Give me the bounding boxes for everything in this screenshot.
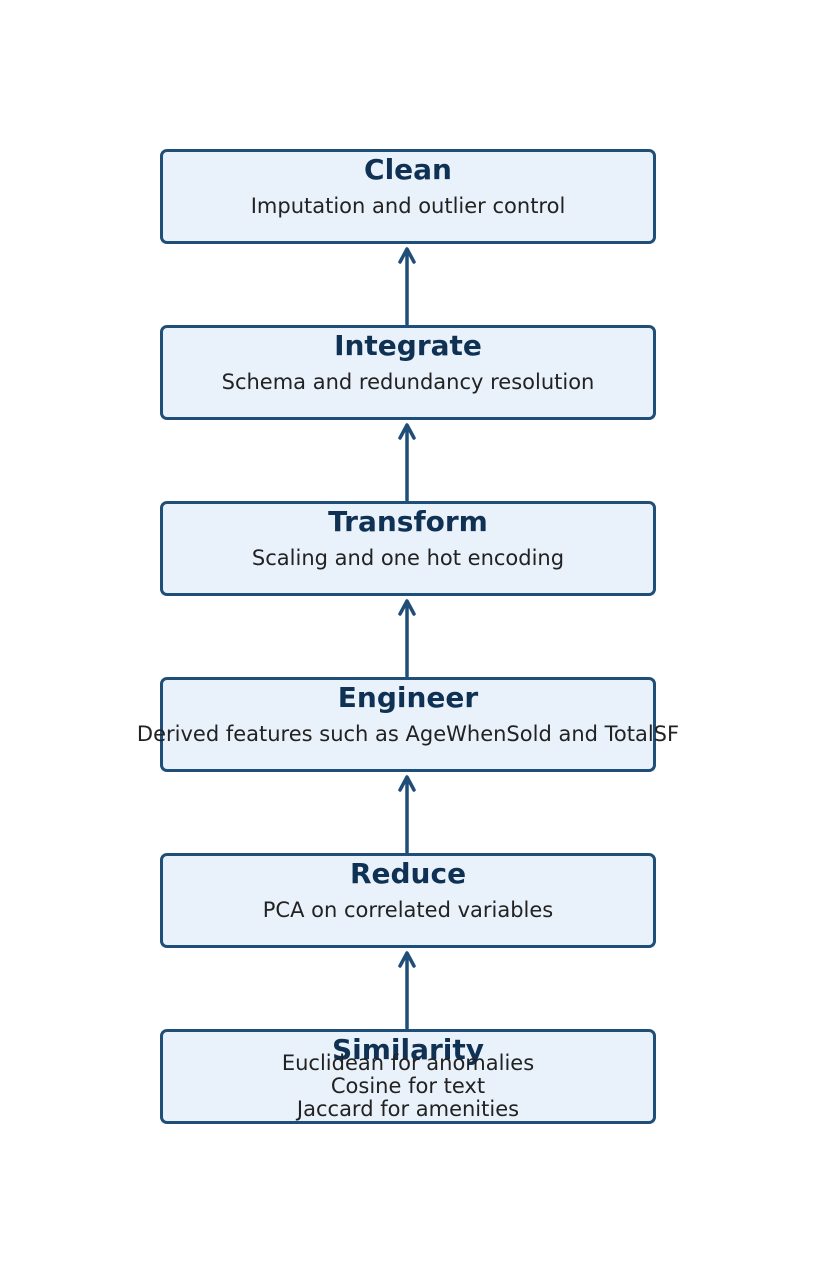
- step-description: Schema and redundancy resolution: [221, 370, 595, 394]
- step-description-line: Cosine for text: [330, 1074, 486, 1098]
- arrow-integrate-to-clean: [398, 247, 416, 326]
- step-box-reduce: Reduce PCA on correlated variables: [160, 853, 656, 948]
- step-description: Derived features such as AgeWhenSold and…: [136, 722, 680, 746]
- step-title: Similarity: [331, 1033, 485, 1066]
- step-box-similarity: Similarity Euclidean for anomalies Cosin…: [160, 1029, 656, 1124]
- arrow-reduce-to-engineer: [398, 775, 416, 854]
- step-title: Reduce: [349, 857, 467, 890]
- step-title: Clean: [364, 153, 452, 186]
- step-description-line: Euclidean for anomalies: [281, 1051, 535, 1075]
- arrow-engineer-to-transform: [398, 599, 416, 678]
- step-description: Scaling and one hot encoding: [251, 546, 565, 570]
- step-box-integrate: Integrate Schema and redundancy resoluti…: [160, 325, 656, 420]
- step-box-transform: Transform Scaling and one hot encoding: [160, 501, 656, 596]
- step-title: Engineer: [337, 681, 479, 714]
- step-box-clean: Clean Imputation and outlier control: [160, 149, 656, 244]
- step-box-engineer: Engineer Derived features such as AgeWhe…: [137, 677, 679, 772]
- step-description: Imputation and outlier control: [250, 194, 566, 218]
- arrow-similarity-to-reduce: [398, 951, 416, 1030]
- step-description: Euclidean for anomalies Cosine for text …: [282, 1052, 534, 1121]
- step-description: PCA on correlated variables: [262, 898, 554, 922]
- step-title: Integrate: [334, 329, 482, 362]
- arrow-transform-to-integrate: [398, 423, 416, 502]
- step-title: Transform: [328, 505, 488, 538]
- step-description-line: Jaccard for amenities: [296, 1097, 520, 1121]
